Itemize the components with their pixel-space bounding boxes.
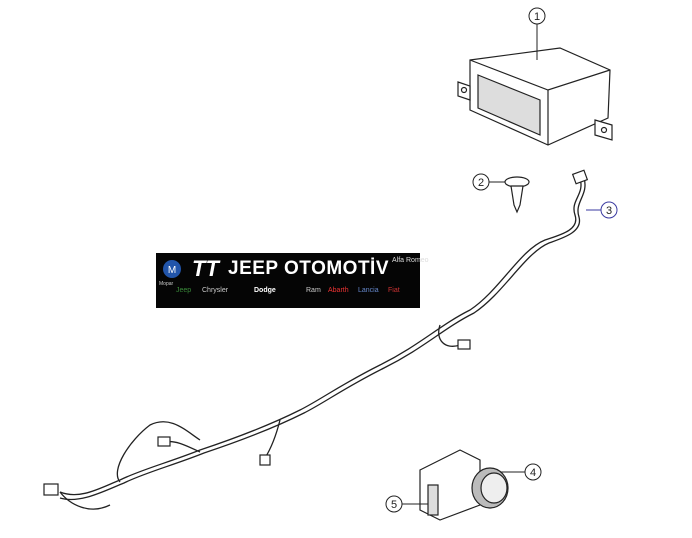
callout-1: 1 [528,7,546,60]
banner-title: JEEP OTOMOTİV [228,258,390,279]
svg-text:M: M [168,265,176,276]
park-assist-sensor [419,449,509,521]
wiring-harness [59,177,586,510]
push-pin-clip [504,176,530,214]
dealer-logo-banner: M TT JEEP OTOMOTİV Jeep Chrysler Dodge R… [156,253,429,308]
callout-2: 2 [472,173,505,191]
brand-lancia: Lancia [358,287,379,294]
brand-jeep: Jeep [176,287,192,294]
brand-ram: Ram [306,287,321,294]
svg-text:2: 2 [478,177,484,189]
tt-logo: TT [192,256,219,281]
brand-mopar: Mopar [159,281,174,287]
svg-text:3: 3 [606,205,612,217]
svg-text:4: 4 [530,467,536,479]
brand-dodge: Dodge [254,287,276,294]
callout-3: 3 [586,201,618,219]
svg-text:1: 1 [534,11,540,23]
svg-text:5: 5 [391,499,397,511]
callout-5: 5 [385,495,428,513]
brand-chrysler: Chrysler [202,287,229,294]
callout-4: 4 [500,463,542,481]
mopar-logo-icon: M [163,260,181,278]
brand-abarth: Abarth [328,287,349,294]
brand-alfa-romeo: Alfa Romeo [392,257,429,264]
control-module [457,47,613,146]
connectors [43,169,589,496]
brand-fiat: Fiat [388,287,400,294]
